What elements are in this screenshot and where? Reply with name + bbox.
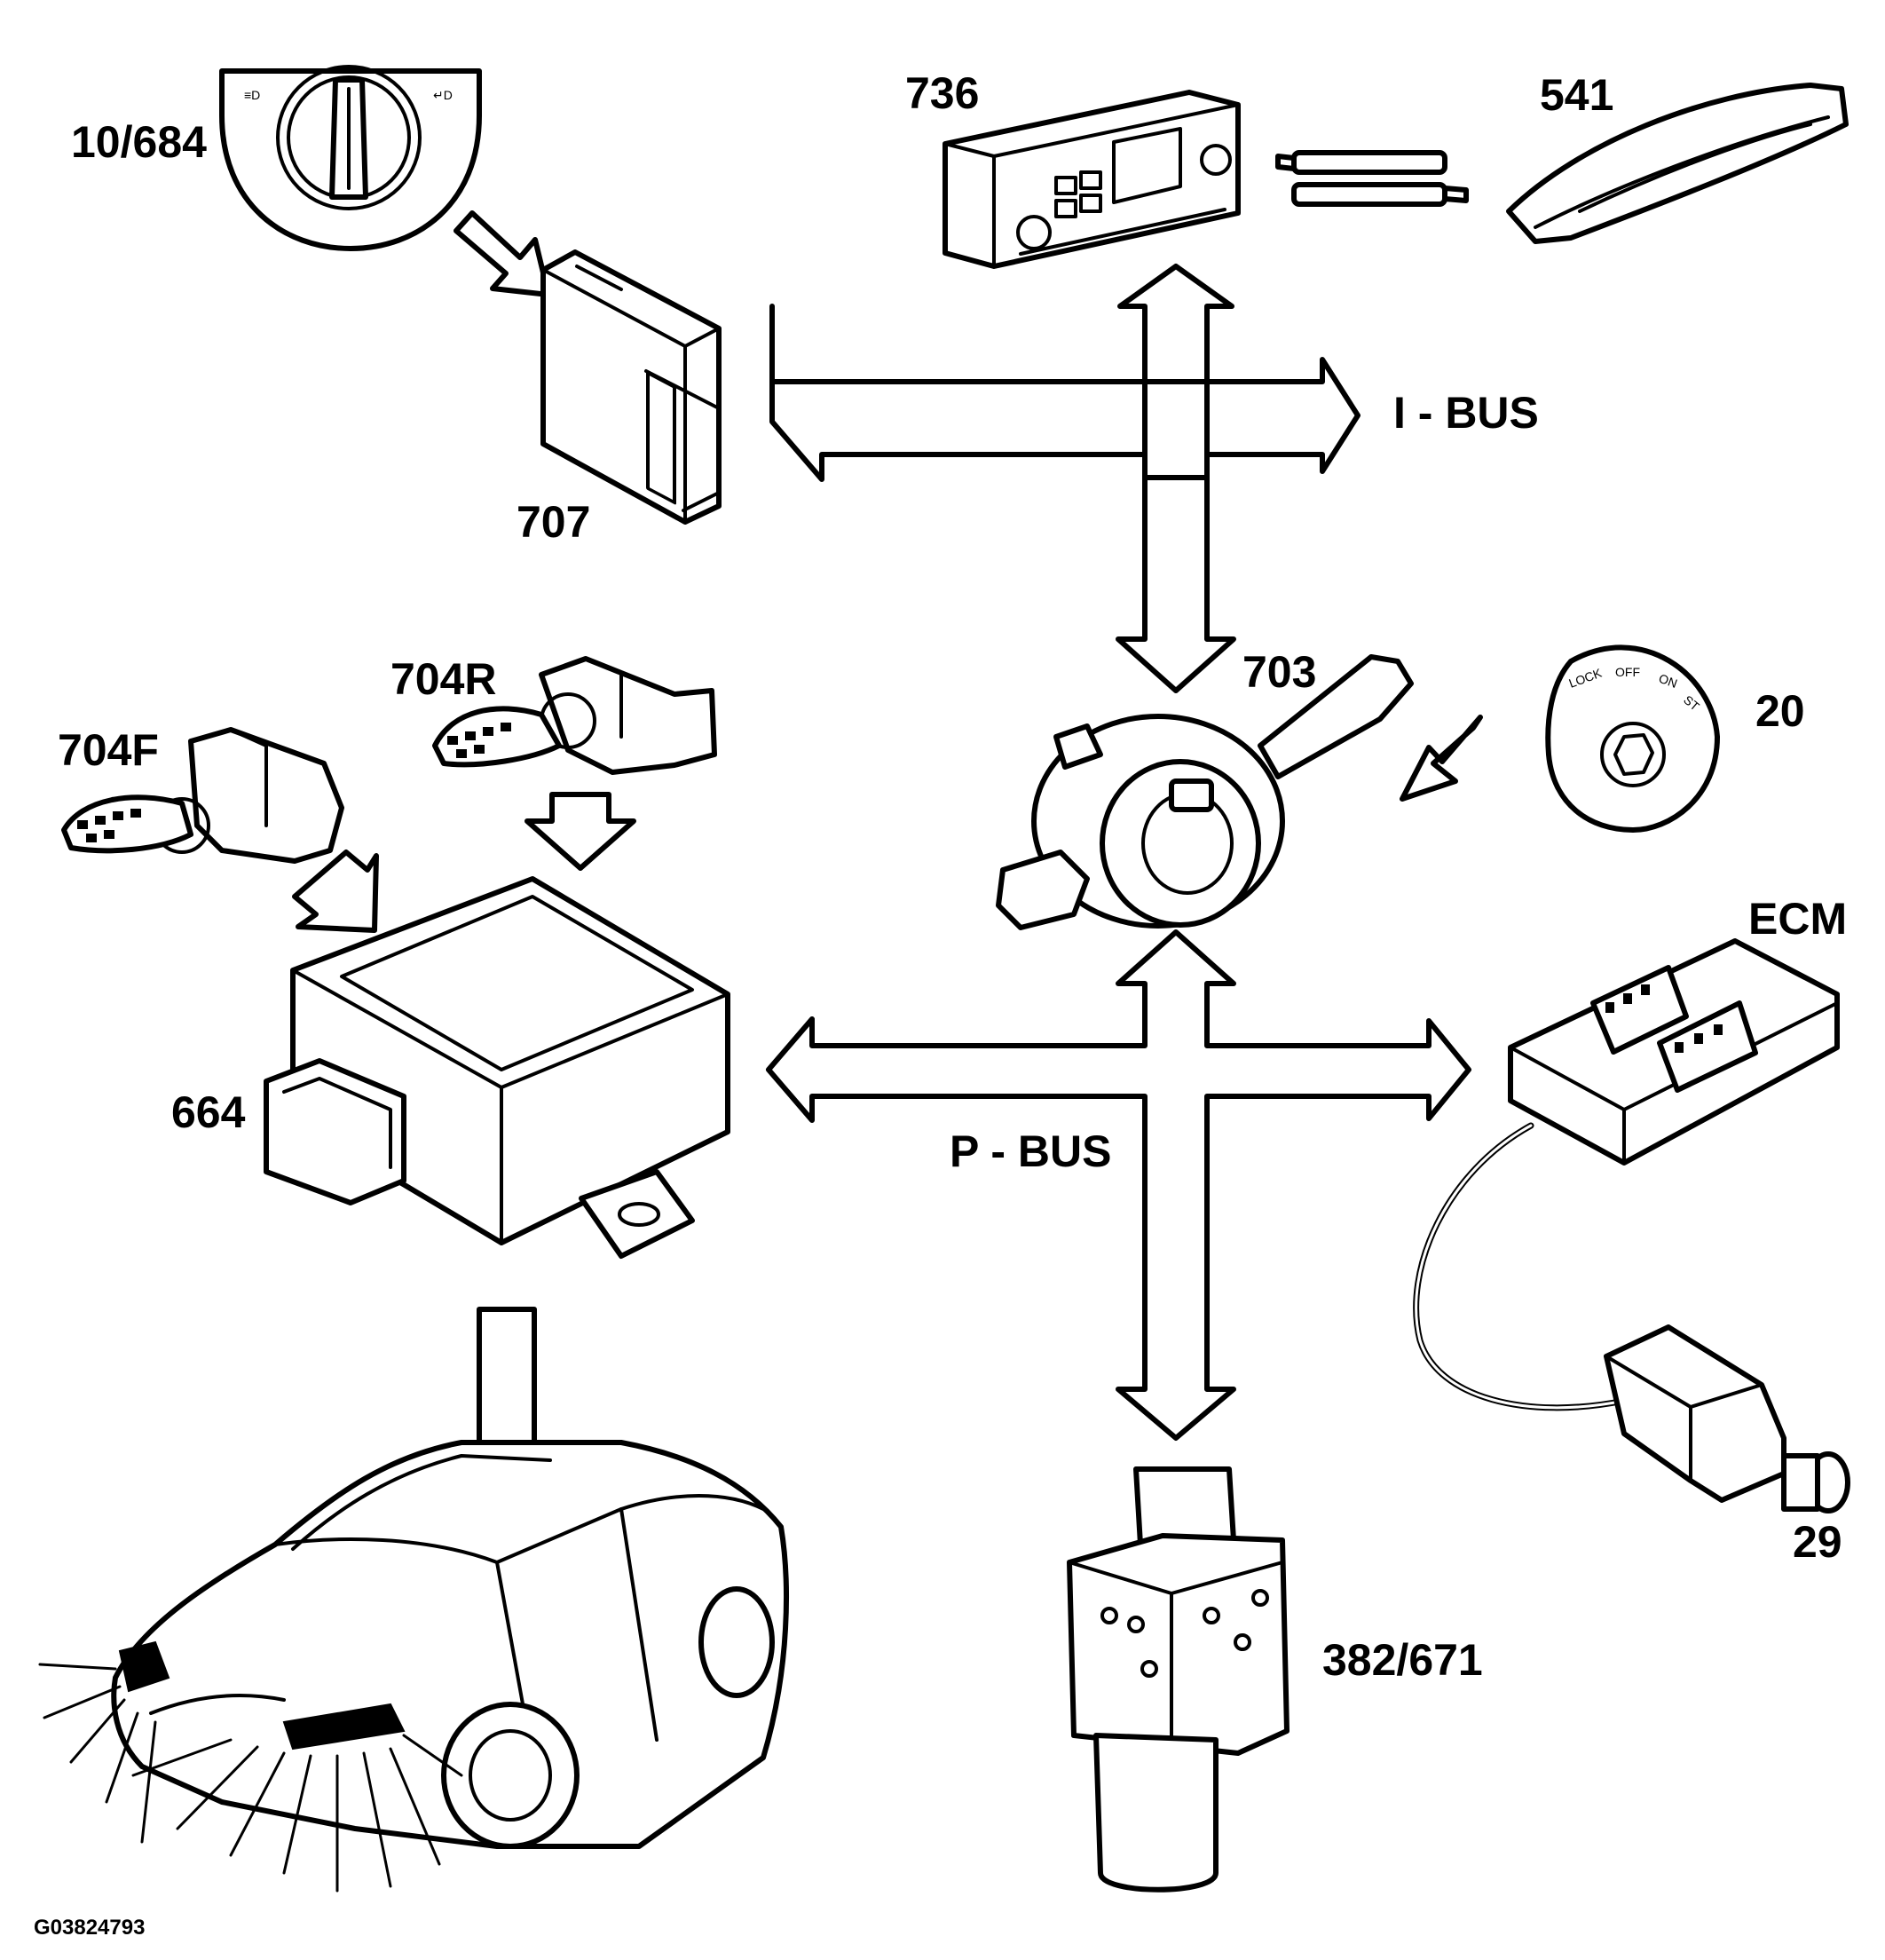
label-541: 541	[1540, 70, 1614, 120]
label-664: 664	[171, 1087, 246, 1137]
label-704r: 704R	[390, 654, 497, 704]
info-display-icon	[942, 90, 1241, 269]
central-module-icon	[540, 249, 722, 525]
abs-module-icon	[1067, 1466, 1290, 1893]
brake-switch-icon	[1413, 1122, 1850, 1513]
arrow-switch-to-707	[454, 210, 551, 297]
label-p-bus: P - BUS	[950, 1126, 1112, 1176]
label-20: 20	[1755, 686, 1805, 736]
fiber-link-icon	[1275, 150, 1469, 207]
label-382-671: 382/671	[1322, 1635, 1483, 1685]
label-29: 29	[1793, 1517, 1842, 1567]
yaw-sensor-front-icon	[61, 727, 344, 864]
label-707: 707	[517, 497, 591, 547]
ecm-icon	[1508, 938, 1840, 1166]
label-703: 703	[1242, 647, 1317, 697]
ignition-pos-on: ON	[1657, 671, 1679, 691]
headlamp-module-icon	[264, 876, 730, 1259]
label-736: 736	[905, 68, 980, 118]
yaw-sensor-rear-icon	[432, 656, 717, 775]
instrument-cluster-icon	[1506, 83, 1849, 244]
ignition-switch-icon: LOCK OFF ON ST	[1545, 644, 1720, 833]
steering-wheel-module-icon	[996, 654, 1414, 930]
figure-id: G03824793	[34, 1916, 146, 1940]
svg-text:↵D: ↵D	[433, 88, 453, 102]
label-10-684: 10/684	[71, 117, 207, 167]
arrow-20-to-703	[1400, 715, 1483, 802]
light-switch-icon: ≡D ↵D	[219, 65, 482, 251]
svg-text:≡D: ≡D	[244, 88, 260, 102]
label-ecm: ECM	[1748, 894, 1848, 944]
arrow-704r-to-664	[524, 792, 636, 871]
p-bus-arrows	[766, 929, 1471, 1441]
i-bus-arrows	[769, 264, 1361, 693]
ignition-pos-off: OFF	[1615, 665, 1640, 679]
arrow-704f-to-664	[292, 850, 379, 933]
label-704f: 704F	[58, 725, 159, 775]
car-icon	[38, 1440, 789, 1893]
label-i-bus: I - BUS	[1393, 388, 1539, 438]
